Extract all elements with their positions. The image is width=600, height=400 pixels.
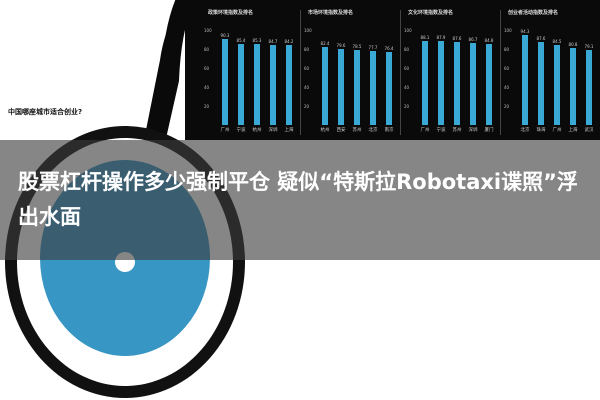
data-label: 84.2 [284, 39, 294, 44]
x-tick-label: 苏州 [452, 128, 462, 133]
divider [400, 10, 401, 135]
y-tick-label: 60 [404, 66, 410, 71]
y-tick-label: 80 [304, 47, 310, 52]
data-label: 79.6 [336, 43, 346, 49]
x-tick-label: 上海 [284, 128, 294, 133]
data-label: 86.7 [468, 36, 478, 42]
x-tick-label: 厦门 [484, 128, 494, 133]
bar-chart: 政策环境指数及排名 20 40 60 80 100 90.3 广州 85.4 宁波 85.3 杭州 84… [200, 0, 300, 140]
data-label: 85.4 [236, 37, 246, 43]
bar [422, 41, 428, 125]
bar [470, 42, 476, 125]
bar-chart: 市场环境指数及排名 20 40 60 80 100 82.4 杭州 79.6 西安 78.5 苏州 77… [300, 0, 400, 140]
data-label: 78.5 [352, 44, 362, 50]
bar [322, 46, 328, 125]
data-label: 80.8 [568, 42, 578, 48]
bar-chart: 文化环境指数及排名 20 40 60 80 100 88.1 广州 87.9 宁波 87.6 苏州 86… [400, 0, 500, 140]
chart-title: 文化环境指数及排名 [408, 10, 454, 16]
data-label: 77.7 [368, 45, 378, 51]
bar [222, 39, 228, 125]
headline-overlay [0, 140, 600, 260]
y-tick-label: 20 [204, 104, 210, 109]
x-tick-label: 武汉 [584, 128, 594, 133]
dark-panel-edge [123, 0, 194, 250]
bar [286, 45, 292, 125]
data-label: 84.5 [552, 38, 562, 44]
x-tick-label: 广州 [420, 128, 430, 133]
y-tick-label: 100 [404, 28, 412, 33]
y-tick-label: 100 [204, 28, 212, 33]
x-tick-label: 深圳 [268, 128, 278, 133]
x-tick-label: 苏州 [352, 128, 362, 133]
y-tick-label: 40 [204, 85, 210, 90]
bar [438, 41, 444, 125]
x-tick-label: 深圳 [468, 128, 478, 133]
bar [522, 35, 528, 125]
x-tick-label: 广州 [220, 128, 230, 133]
x-tick-label: 宁波 [436, 128, 446, 133]
bar [570, 48, 576, 125]
x-tick-label: 杭州 [320, 128, 330, 133]
data-label: 87.9 [436, 35, 446, 41]
data-label: 84.7 [268, 38, 278, 44]
chart-title: 政策环境指数及排名 [208, 10, 254, 16]
x-tick-label: 南京 [384, 128, 394, 133]
x-tick-label: 珠海 [536, 128, 546, 133]
x-tick-label: 北京 [368, 128, 378, 133]
y-tick-label: 80 [204, 47, 210, 52]
bar [270, 44, 276, 125]
x-tick-label: 广州 [552, 128, 562, 133]
data-label: 87.6 [536, 35, 546, 41]
data-label: 85.3 [252, 37, 262, 43]
y-tick-label: 20 [304, 104, 310, 109]
data-label: 82.4 [320, 40, 330, 46]
data-label: 87.6 [452, 35, 462, 41]
y-tick-label: 100 [304, 28, 312, 33]
bar [554, 44, 560, 125]
bar [454, 41, 460, 125]
chart-title: 市场环境指数及排名 [308, 10, 354, 16]
data-label: 88.1 [420, 35, 430, 41]
data-label: 94.3 [520, 29, 530, 35]
divider [500, 10, 501, 135]
bar [586, 49, 592, 125]
bar [254, 43, 260, 125]
data-label: 76.4 [384, 46, 394, 52]
infographic-title: 中国哪座城市适合创业? [8, 108, 83, 116]
x-tick-label: 北京 [520, 128, 530, 133]
y-tick-label: 80 [404, 47, 410, 52]
y-tick-label: 20 [404, 104, 410, 109]
bar [370, 51, 376, 125]
x-tick-label: 宁波 [236, 128, 246, 133]
y-tick-label: 20 [504, 104, 510, 109]
y-tick-label: 60 [204, 66, 210, 71]
x-tick-label: 西安 [336, 128, 346, 133]
bar [238, 43, 244, 125]
y-tick-label: 40 [404, 85, 410, 90]
y-tick-label: 60 [304, 66, 310, 71]
y-tick-label: 80 [504, 47, 510, 52]
bar [338, 49, 344, 125]
chart-title: 创业者活动指数及排名 [508, 10, 559, 16]
bar-chart: 创业者活动指数及排名 20 40 60 80 100 94.3 北京 87.6 珠海 84.5 广州 8… [500, 0, 600, 140]
headline: 股票杠杆操作多少强制平仓 疑似“特斯拉Robotaxi谍照”浮出水面 [18, 170, 578, 229]
y-tick-label: 40 [304, 85, 310, 90]
divider [300, 10, 301, 135]
bar [486, 44, 492, 125]
data-label: 84.8 [484, 38, 494, 44]
bar [386, 52, 392, 125]
x-tick-label: 杭州 [252, 128, 262, 133]
x-tick-label: 上海 [568, 128, 578, 133]
y-tick-label: 60 [504, 66, 510, 71]
bar [354, 50, 360, 125]
y-tick-label: 40 [504, 85, 510, 90]
data-label: 90.3 [220, 33, 230, 39]
data-label: 79.1 [584, 43, 594, 49]
bar [538, 41, 544, 125]
y-tick-label: 100 [504, 28, 512, 33]
